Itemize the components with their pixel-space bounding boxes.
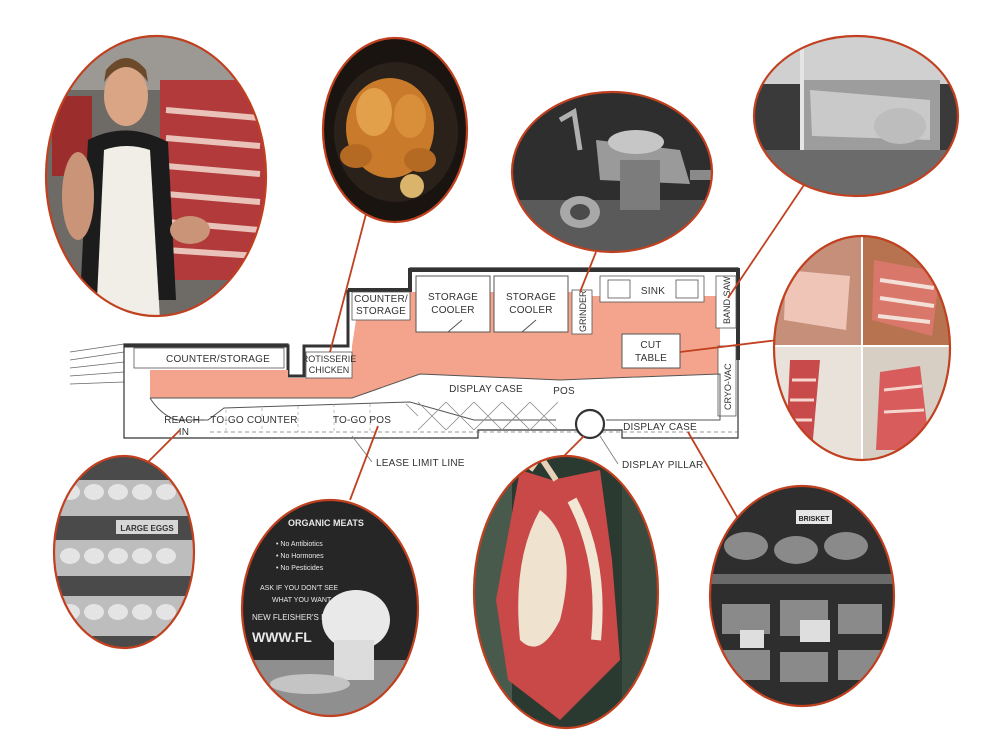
label-rotisserie-1: ROTISSERIE — [302, 354, 357, 364]
label-to-go-pos: TO-GO POS — [333, 415, 391, 426]
label-band-saw: BAND SAW — [722, 276, 732, 324]
label-cut-table-2: TABLE — [635, 353, 667, 364]
grinder-rect — [571, 289, 593, 335]
rotisserie-chicken-photo — [321, 36, 469, 224]
chalk-line-2: • No Hormones — [276, 553, 324, 560]
counter-storage-left-rect — [133, 347, 285, 369]
label-storage-cooler-2a: STORAGE — [506, 292, 556, 303]
label-counter-storage-top-1: COUNTER/ — [354, 294, 408, 305]
label-display-case-right: DISPLAY CASE — [623, 422, 697, 433]
floor-plan: COUNTER/ STORAGE STORAGE COOLER STORAGE … — [69, 267, 740, 471]
label-storage-cooler-1a: STORAGE — [428, 292, 478, 303]
front-counter-outline — [149, 373, 721, 421]
case-tag-text: BRISKET — [799, 516, 830, 523]
band-saw-photo — [752, 34, 960, 198]
chalk-url: WWW.FL — [252, 629, 312, 645]
leader-pillar — [563, 435, 585, 457]
leader-pos — [349, 425, 379, 501]
cut-table-rect — [621, 333, 681, 369]
grinder-photo — [510, 90, 714, 254]
chalk-line-4: ASK IF YOU DON'T SEE — [260, 585, 338, 592]
label-sink: SINK — [641, 286, 665, 297]
leader-grinder — [579, 251, 597, 293]
left-counter-dashes — [225, 404, 371, 432]
chalk-line-1: • No Antibiotics — [276, 541, 323, 548]
display-pillar-circle — [574, 408, 606, 440]
display-case-photo: BRISKET — [708, 484, 896, 708]
label-display-case-center: DISPLAY CASE — [449, 384, 523, 395]
leader-cut — [679, 339, 779, 353]
label-to-go-counter: TO-GO COUNTER — [210, 415, 297, 426]
label-storage-cooler-2b: COOLER — [509, 305, 552, 316]
rotisserie-rect — [305, 351, 353, 379]
chalk-line-5: WHAT YOU WANT — [272, 597, 332, 604]
cut-table-photo — [772, 234, 952, 462]
counter-storage-top-rect — [351, 291, 411, 321]
leader-chicken — [329, 213, 367, 353]
leader-lease-limit — [351, 435, 373, 463]
leader-case — [687, 431, 741, 523]
label-grinder: GRINDER — [578, 290, 588, 332]
display-pillar-photo — [472, 454, 660, 730]
sink-basin-2 — [675, 279, 699, 299]
entry-lines — [69, 343, 125, 385]
chalk-line-3: • No Pesticides — [276, 565, 324, 572]
butcher-photo — [44, 34, 268, 318]
label-reach-in-2: IN — [179, 427, 189, 438]
label-cryo-vac: CRYO-VAC — [723, 363, 733, 410]
leader-eggs — [147, 429, 181, 463]
label-counter-storage-top-2: STORAGE — [356, 306, 406, 317]
storage-cooler-1-rect — [415, 275, 491, 333]
cooler-door-1 — [447, 319, 463, 333]
label-pos: POS — [553, 386, 575, 397]
sink-basin-1 — [607, 279, 631, 299]
label-reach-in-1: REACH- — [164, 415, 204, 426]
label-display-pillar: DISPLAY PILLAR — [622, 460, 703, 471]
cooler-door-2 — [521, 319, 537, 333]
leader-display-pillar — [599, 435, 619, 465]
label-lease-limit-line: LEASE LIMIT LINE — [376, 458, 465, 469]
to-go-pos-photo: ORGANIC MEATS • No Antibiotics • No Horm… — [240, 498, 420, 718]
label-cut-table-1: CUT — [640, 340, 661, 351]
chalk-heading: ORGANIC MEATS — [288, 518, 364, 528]
reach-in-photo: LARGE EGGS — [52, 454, 196, 650]
label-rotisserie-2: CHICKEN — [309, 365, 350, 375]
wall-top — [348, 268, 740, 360]
band-saw-rect — [715, 275, 737, 329]
wall-left-notch — [124, 290, 350, 378]
label-counter-storage-left: COUNTER/STORAGE — [166, 354, 270, 365]
callout-leaders — [147, 181, 807, 523]
storage-cooler-2-rect — [493, 275, 569, 333]
label-storage-cooler-1b: COOLER — [431, 305, 474, 316]
leader-bandsaw — [727, 181, 807, 299]
display-case-hatching — [405, 401, 559, 431]
eggs-label-text: LARGE EGGS — [120, 524, 174, 533]
chalk-line-6: NEW FLEISHER'S DOES — [252, 613, 344, 622]
